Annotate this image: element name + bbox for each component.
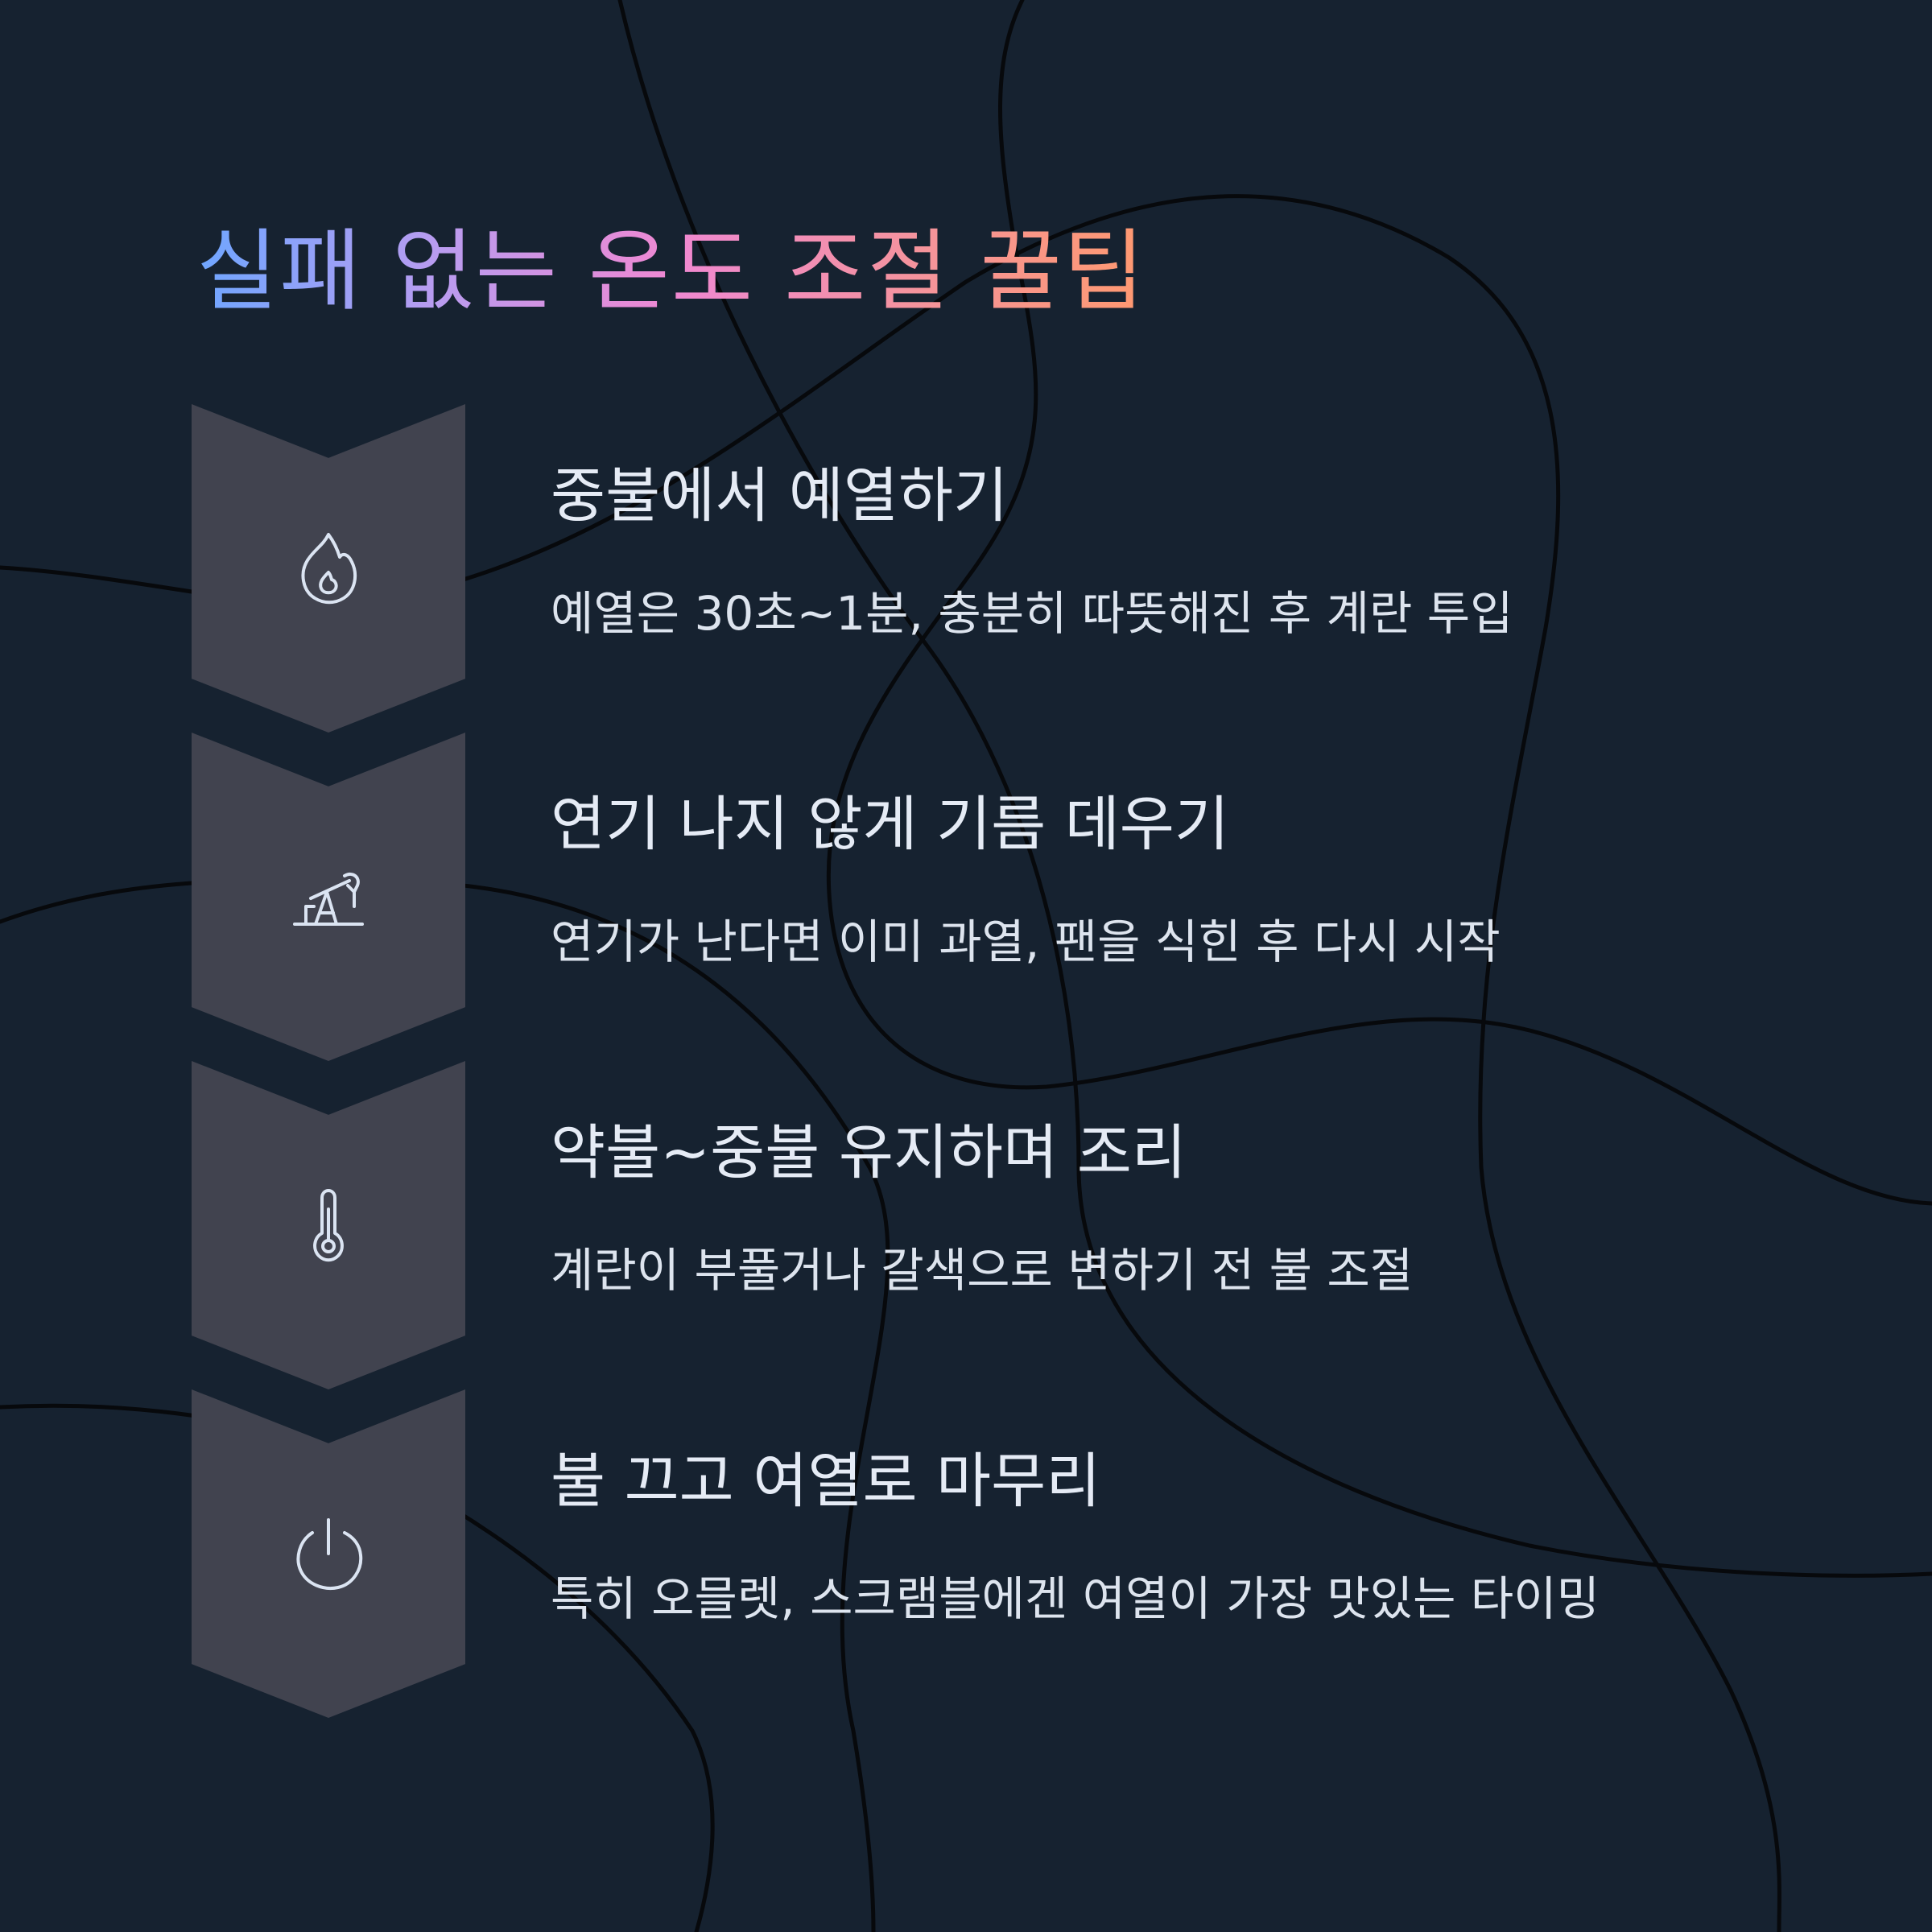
flame-icon (288, 528, 369, 609)
oil-pump-icon (288, 857, 369, 937)
step-4-chevron (192, 1389, 465, 1718)
step-2-title: 연기 나지 않게 기름 데우기 (551, 790, 1229, 859)
step-1-chevron (192, 404, 465, 733)
power-icon (288, 1513, 369, 1594)
step-3-desc: 계란이 부풀거나 갈색으로 변하기 전 불 조절 (551, 1243, 1414, 1298)
step-2-desc: 연기가 난다면 이미 과열, 팬을 식힌 후 다시 시작 (551, 914, 1501, 969)
step-3-chevron (192, 1061, 465, 1389)
step-3-title: 약불~중불 유지하며 조리 (551, 1118, 1187, 1187)
step-1-title: 중불에서 예열하기 (551, 461, 1009, 530)
thermometer-icon (288, 1185, 369, 1265)
page-title: 실패 없는 온도 조절 꿀팁 (196, 211, 1146, 332)
step-4-title: 불 끄고 여열로 마무리 (551, 1447, 1101, 1516)
step-2-chevron (192, 733, 465, 1061)
step-4-desc: 특히 오믈렛, 스크램블에겐 여열이 가장 맛있는 타이밍 (551, 1571, 1600, 1626)
step-1-desc: 예열은 30초~1분, 충분히 따뜻해진 후 계란 투입 (551, 586, 1513, 641)
